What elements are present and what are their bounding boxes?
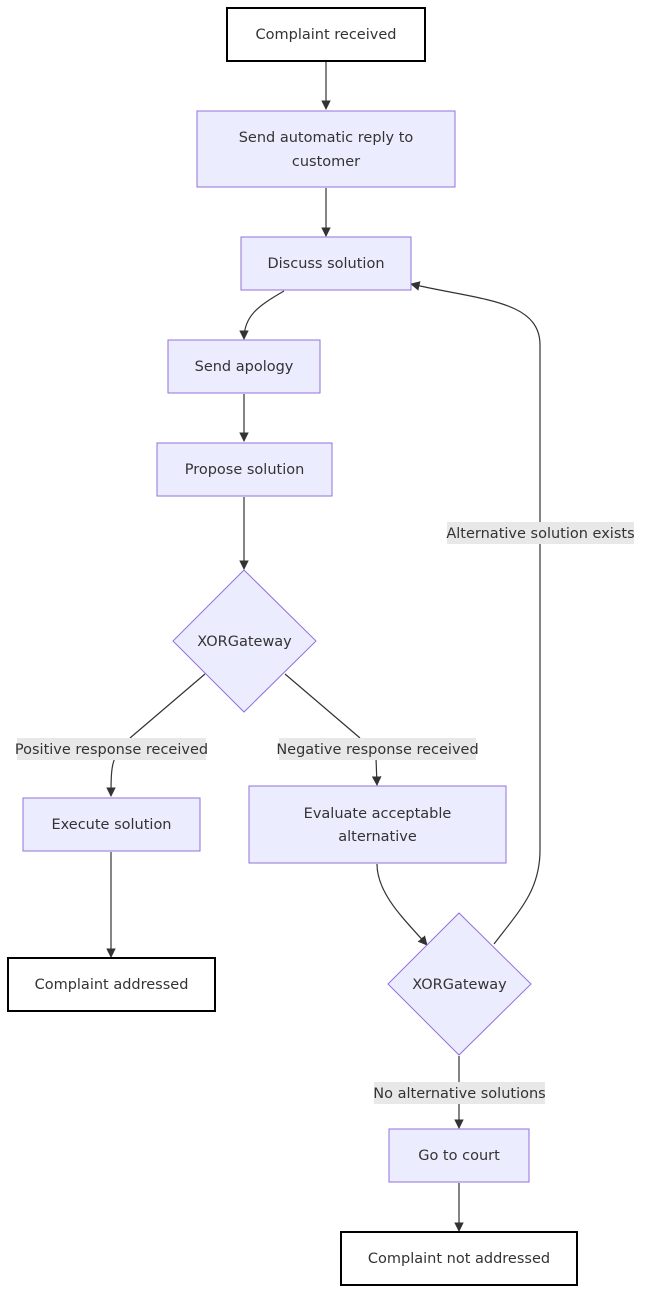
node-gateway-1[interactable]: XORGateway xyxy=(172,569,317,713)
node-gateway-1-diamond xyxy=(172,569,317,713)
node-discuss-solution[interactable]: Discuss solution xyxy=(240,236,412,291)
node-send-apology[interactable]: Send apology xyxy=(167,339,321,394)
node-discuss-solution-box xyxy=(240,236,412,291)
node-gateway-1-label: XORGateway xyxy=(197,634,292,650)
node-complaint-received-label: Complaint received xyxy=(256,27,397,43)
node-send-apology-label: Send apology xyxy=(195,359,294,375)
node-go-to-court[interactable]: Go to court xyxy=(388,1128,530,1183)
edge-label-positive-bg xyxy=(17,738,206,760)
node-complaint-received-box xyxy=(226,7,426,62)
node-go-to-court-label: Go to court xyxy=(418,1148,500,1164)
edge-label-negative-bg xyxy=(279,738,476,760)
node-complaint-not-addressed-label: Complaint not addressed xyxy=(368,1251,550,1267)
edge-label-positive: Positive response received xyxy=(15,738,208,760)
node-complaint-not-addressed-box xyxy=(340,1231,578,1286)
node-send-reply-label-line1: Send automatic reply to xyxy=(239,130,414,146)
edge-gateway2-to-discuss xyxy=(410,281,541,945)
node-discuss-solution-label: Discuss solution xyxy=(267,256,384,272)
node-propose-solution[interactable]: Propose solution xyxy=(156,442,333,497)
nodes: Complaint received Send automatic reply … xyxy=(7,7,578,1286)
node-gateway-2[interactable]: XORGateway xyxy=(387,912,532,1056)
edge-gateway1-to-execute xyxy=(111,673,206,796)
edge-label-alternative-exists-bg xyxy=(447,522,634,544)
node-evaluate-alternative-label-line1: Evaluate acceptable xyxy=(304,806,452,822)
edge-discuss-to-apology xyxy=(239,290,285,340)
edge-label-alternative-exists-text: Alternative solution exists xyxy=(446,526,634,542)
edge-label-no-alternative-bg xyxy=(374,1082,545,1104)
edge-label-positive-text: Positive response received xyxy=(15,742,208,758)
edge-label-negative-text: Negative response received xyxy=(276,742,478,758)
node-gateway-2-diamond xyxy=(387,912,532,1056)
node-go-to-court-box xyxy=(388,1128,530,1183)
node-propose-solution-label: Propose solution xyxy=(185,462,305,478)
edge-label-no-alternative: No alternative solutions xyxy=(373,1082,546,1104)
node-evaluate-alternative[interactable]: Evaluate acceptable alternative xyxy=(248,785,507,864)
node-complaint-addressed[interactable]: Complaint addressed xyxy=(7,957,216,1012)
node-execute-solution-label: Execute solution xyxy=(51,817,171,833)
node-complaint-received[interactable]: Complaint received xyxy=(226,7,426,62)
node-send-reply-label-line2: customer xyxy=(292,154,360,170)
node-complaint-addressed-box xyxy=(7,957,216,1012)
node-execute-solution[interactable]: Execute solution xyxy=(22,797,201,852)
node-evaluate-alternative-label-line2: alternative xyxy=(338,829,417,845)
node-gateway-2-label: XORGateway xyxy=(412,977,507,993)
edge-labels: Positive response received Negative resp… xyxy=(15,522,635,1104)
node-send-apology-box xyxy=(167,339,321,394)
node-evaluate-alternative-box xyxy=(248,785,507,864)
node-propose-solution-box xyxy=(156,442,333,497)
edge-label-no-alternative-text: No alternative solutions xyxy=(373,1086,545,1102)
node-send-reply-box xyxy=(196,110,456,188)
edge-gateway1-to-evaluate xyxy=(284,673,377,785)
edge-label-negative: Negative response received xyxy=(276,738,479,760)
node-execute-solution-box xyxy=(22,797,201,852)
node-send-reply[interactable]: Send automatic reply to customer xyxy=(196,110,456,188)
node-complaint-addressed-label: Complaint addressed xyxy=(35,977,189,993)
edge-label-alternative-exists: Alternative solution exists xyxy=(446,522,635,544)
edge-evaluate-to-gateway2 xyxy=(376,863,428,946)
node-complaint-not-addressed[interactable]: Complaint not addressed xyxy=(340,1231,578,1286)
